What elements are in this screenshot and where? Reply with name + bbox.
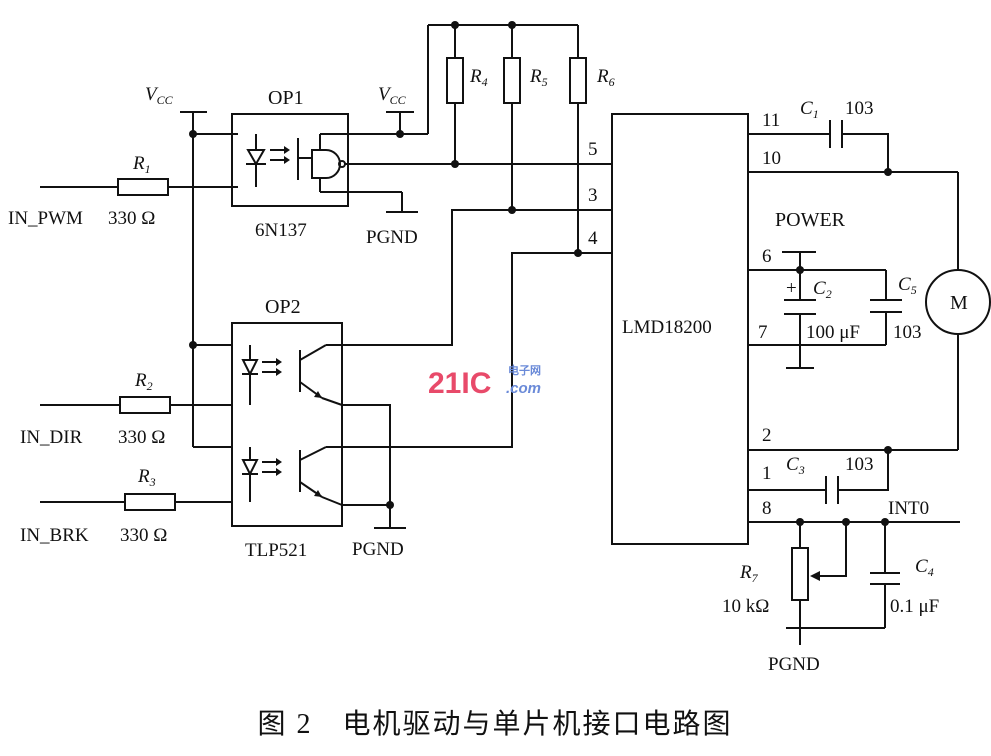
pgnd-op2-wires (342, 404, 406, 529)
pin-4: 4 (588, 228, 598, 249)
c5-label: C5 (898, 274, 917, 297)
pin-7: 7 (758, 322, 768, 343)
pin-5: 5 (588, 139, 598, 160)
op2-label: OP2 (265, 296, 301, 318)
c2-label: C2 (813, 278, 832, 301)
r7-value: 10 kΩ (722, 596, 769, 617)
c2-plus: + (786, 278, 797, 299)
pin-10: 10 (762, 148, 781, 169)
c3-label: C3 (786, 454, 805, 477)
lmd18200-chip (611, 113, 749, 545)
pin-2: 2 (762, 425, 772, 446)
op1-optocoupler (231, 113, 402, 207)
r1-label: R1 (132, 153, 151, 176)
in-dir-label: IN_DIR (20, 427, 83, 448)
pin-8: 8 (762, 498, 772, 519)
r7-label: R7 (739, 562, 759, 585)
pin-6: 6 (762, 246, 772, 267)
pgnd-r7-label: PGND (768, 654, 820, 675)
power-label: POWER (775, 209, 846, 231)
r6-label: R6 (596, 66, 615, 89)
c2-value: 100 μF (806, 322, 860, 343)
c4-label: C4 (915, 556, 934, 579)
in-pwm-label: IN_PWM (8, 208, 83, 229)
pgnd-op1-symbol (386, 192, 418, 213)
c4-value: 0.1 μF (890, 596, 939, 617)
pin-11: 11 (762, 110, 780, 131)
pgnd-op1-label: PGND (366, 227, 418, 248)
right-wires (748, 120, 991, 645)
watermark-cn: 电子网 (508, 363, 541, 377)
r3-label: R3 (137, 466, 156, 489)
pullup-resistors (446, 21, 587, 253)
pin-1: 1 (762, 463, 772, 484)
c1-label: C1 (800, 98, 819, 121)
op1-part-label: 6N137 (255, 220, 307, 241)
op2-part-label: TLP521 (245, 540, 307, 561)
r1-value: 330 Ω (108, 208, 155, 229)
c5-value: 103 (893, 322, 922, 343)
vcc-left-rail (180, 111, 238, 448)
c3-value: 103 (845, 454, 874, 475)
pgnd-op2-label: PGND (352, 539, 404, 560)
op1-label: OP1 (268, 87, 304, 109)
op2-optocoupler (231, 322, 343, 527)
in-brk-label: IN_BRK (20, 525, 89, 546)
signal-wires (340, 160, 612, 448)
r5-label: R5 (529, 66, 548, 89)
r2-value: 330 Ω (118, 427, 165, 448)
c1-value: 103 (845, 98, 874, 119)
r2-label: R2 (134, 370, 153, 393)
in-brk-line (40, 493, 233, 511)
motor-label: M (950, 292, 968, 314)
chip-label: LMD18200 (622, 317, 712, 338)
in-pwm-line (40, 178, 238, 196)
vcc-op1-label: VCC (378, 84, 407, 107)
in-dir-line (40, 396, 233, 414)
r4-label: R4 (469, 66, 488, 89)
pin-3: 3 (588, 185, 598, 206)
watermark-dom: .com (506, 380, 541, 397)
int0-label: INT0 (888, 498, 929, 519)
figure-caption: 图 2 电机驱动与单片机接口电路图 (257, 708, 732, 740)
vcc-left-label: VCC (145, 84, 174, 107)
r3-value: 330 Ω (120, 525, 167, 546)
watermark-main: 21IC (428, 367, 491, 400)
